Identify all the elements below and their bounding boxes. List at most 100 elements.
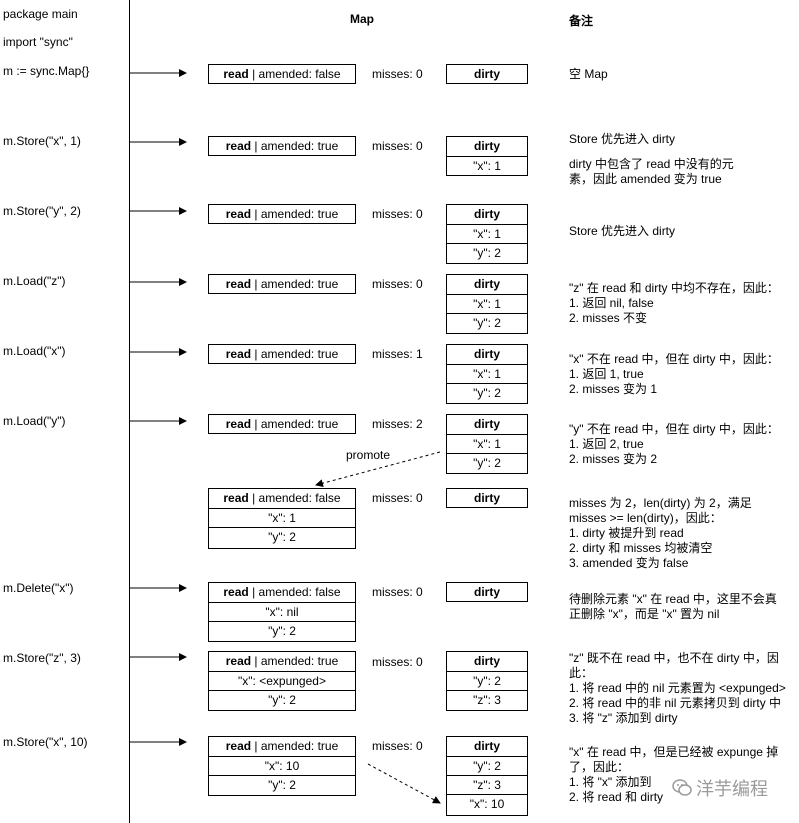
misses-6: misses: 0 [372, 491, 423, 505]
read-box-5: read | amended: true [208, 414, 356, 434]
dirty-entry: "x": 1 [447, 294, 527, 313]
code-line-2: m.Store("y", 2) [3, 204, 81, 218]
read-box-7: read | amended: false "x": nil "y": 2 [208, 582, 356, 642]
read-entry: "x": <expunged> [209, 671, 355, 690]
dirty-header-4: dirty [473, 347, 500, 361]
dirty-box-0: dirty [446, 64, 528, 84]
dirty-box-1: dirty "x": 1 [446, 136, 528, 176]
dirty-box-4: dirty "x": 1 "y": 2 [446, 344, 528, 404]
read-box-6: read | amended: false "x": 1 "y": 2 [208, 488, 356, 549]
read-header-1: read | amended: true [225, 139, 339, 153]
read-box-0: read | amended: false [208, 64, 356, 84]
dirty-header-9: dirty [473, 739, 500, 753]
dirty-header-8: dirty [473, 654, 500, 668]
promote-arrow [315, 451, 441, 488]
add-x-arrow [367, 763, 441, 804]
note-0: 空 Map [569, 67, 608, 81]
read-box-9: read | amended: true "x": 10 "y": 2 [208, 736, 356, 796]
code-line-7: m.Delete("x") [3, 581, 74, 595]
misses-5: misses: 2 [372, 417, 423, 431]
note-4: "x" 不在 read 中，但在 dirty 中，因此： 1. 返回 1, tr… [569, 352, 779, 396]
dirty-entry: "y": 2 [447, 383, 527, 402]
dirty-header-0: dirty [473, 67, 500, 81]
dirty-entry: "y": 2 [447, 756, 527, 775]
code-line-0: m := sync.Map{} [3, 64, 90, 78]
map-column-header: Map [350, 12, 374, 26]
code-line-8: m.Store("z", 3) [3, 651, 81, 665]
dirty-header-2: dirty [473, 207, 500, 221]
dirty-entry: "z": 3 [447, 690, 527, 709]
code-line-4: m.Load("x") [3, 344, 66, 358]
misses-3: misses: 0 [372, 277, 423, 291]
dirty-box-3: dirty "x": 1 "y": 2 [446, 274, 528, 334]
misses-7: misses: 0 [372, 585, 423, 599]
misses-2: misses: 0 [372, 207, 423, 221]
read-entry: "x": nil [209, 602, 355, 621]
note-9: "x" 在 read 中，但是已经被 expunge 掉 了，因此： 1. 将 … [569, 745, 779, 804]
read-entry: "y": 2 [209, 527, 355, 546]
misses-0: misses: 0 [372, 67, 423, 81]
import-line: import "sync" [3, 35, 73, 49]
note-8: "z" 既不在 read 中，也不在 dirty 中，因 此： 1. 将 rea… [569, 651, 786, 725]
read-header-9: read | amended: true [225, 739, 339, 753]
dirty-header-6: dirty [473, 491, 500, 505]
dirty-entry: "x": 10 [447, 794, 527, 813]
note-6: misses 为 2，len(dirty) 为 2，满足 misses >= l… [569, 496, 752, 570]
code-line-5: m.Load("y") [3, 414, 66, 428]
dirty-entry: "y": 2 [447, 243, 527, 262]
dirty-box-6: dirty [446, 488, 528, 508]
code-line-3: m.Load("z") [3, 274, 66, 288]
read-entry: "y": 2 [209, 621, 355, 640]
note-5: "y" 不在 read 中，但在 dirty 中，因此： 1. 返回 2, tr… [569, 422, 779, 466]
dirty-entry: "x": 1 [447, 364, 527, 383]
read-header-3: read | amended: true [225, 277, 339, 291]
read-header-4: read | amended: true [225, 347, 339, 361]
dirty-header-1: dirty [473, 139, 500, 153]
call-arrows [130, 69, 441, 804]
read-entry: "x": 1 [209, 508, 355, 527]
watermark: 洋芋编程 [672, 775, 768, 802]
dirty-box-7: dirty [446, 582, 528, 602]
wechat-icon [672, 779, 692, 802]
promote-label: promote [346, 448, 391, 462]
code-line-1: m.Store("x", 1) [3, 134, 81, 148]
read-header-8: read | amended: true [225, 654, 339, 668]
code-line-9: m.Store("x", 10) [3, 735, 88, 749]
dirty-entry: "y": 2 [447, 313, 527, 332]
misses-8: misses: 0 [372, 655, 423, 669]
dirty-entry: "z": 3 [447, 775, 527, 794]
read-entry: "x": 10 [209, 756, 355, 775]
note-7: 待删除元素 "x" 在 read 中，这里不会真 正删除 "x"，而是 "x" … [569, 592, 777, 621]
dirty-entry: "y": 2 [447, 671, 527, 690]
note-3: "z" 在 read 和 dirty 中均不存在，因此： 1. 返回 nil, … [569, 281, 779, 325]
dirty-box-2: dirty "x": 1 "y": 2 [446, 204, 528, 264]
read-header-7: read | amended: false [223, 585, 341, 599]
dirty-box-5: dirty "x": 1 "y": 2 [446, 414, 528, 474]
dirty-entry: "x": 1 [447, 224, 527, 243]
dirty-header-5: dirty [473, 417, 500, 431]
dirty-header-7: dirty [473, 585, 500, 599]
read-entry: "y": 2 [209, 690, 355, 709]
dirty-entry: "x": 1 [447, 434, 527, 453]
dirty-box-9: dirty "y": 2 "z": 3 "x": 10 [446, 736, 528, 816]
dirty-header-3: dirty [473, 277, 500, 291]
read-box-1: read | amended: true [208, 136, 356, 156]
read-header-6: read | amended: false [223, 491, 341, 505]
notes-column-header: 备注 [569, 14, 594, 28]
note-1: Store 优先进入 dirty dirty 中包含了 read 中没有的元 素… [569, 132, 734, 186]
read-entry: "y": 2 [209, 775, 355, 794]
left-divider [129, 0, 130, 823]
dirty-box-8: dirty "y": 2 "z": 3 [446, 651, 528, 711]
package-line: package main [3, 7, 78, 21]
read-box-3: read | amended: true [208, 274, 356, 294]
read-box-2: read | amended: true [208, 204, 356, 224]
read-header-0: read | amended: false [223, 67, 341, 81]
note-2: Store 优先进入 dirty [569, 224, 676, 238]
dirty-entry: "x": 1 [447, 156, 527, 175]
read-header-5: read | amended: true [225, 417, 339, 431]
misses-4: misses: 1 [372, 347, 423, 361]
misses-1: misses: 0 [372, 139, 423, 153]
dirty-entry: "y": 2 [447, 453, 527, 472]
read-header-2: read | amended: true [225, 207, 339, 221]
